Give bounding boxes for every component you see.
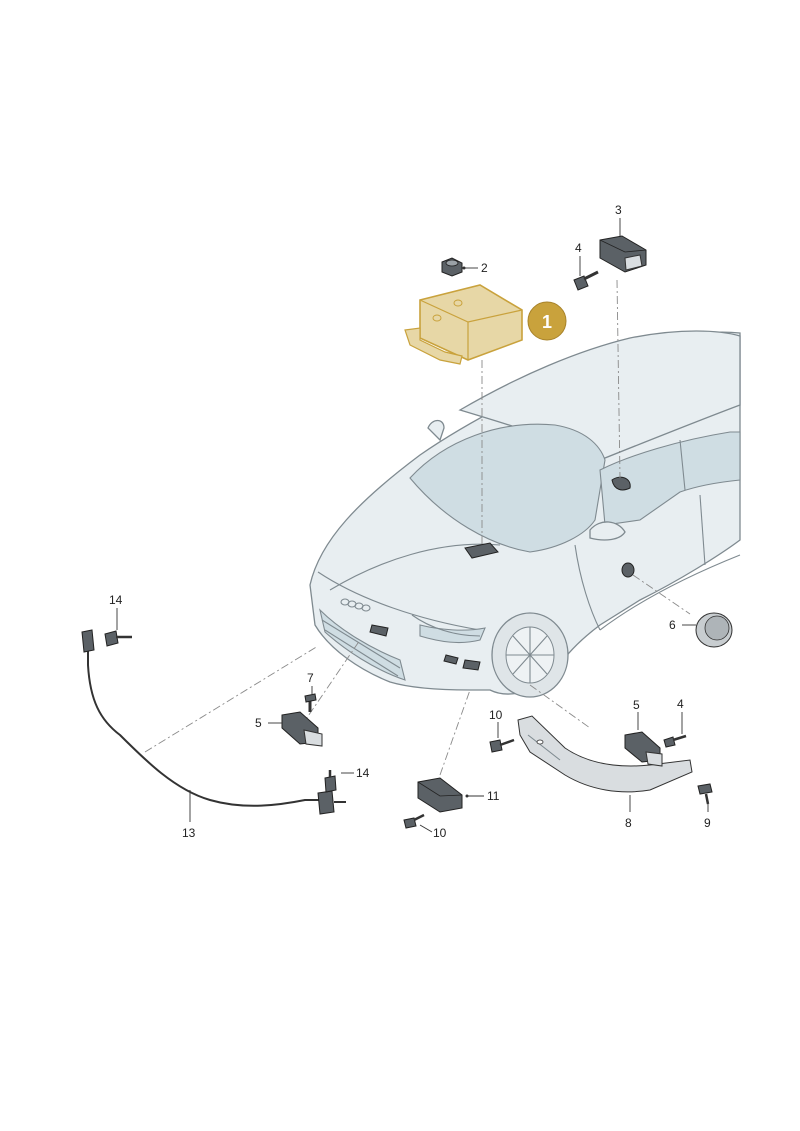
bolt-part-7[interactable] [304,693,317,712]
bracket-part-8[interactable] [517,715,693,793]
callout-6: 6 [669,618,676,632]
part-1-badge[interactable]: 1 [527,301,567,341]
callout-14-top: 14 [109,593,123,607]
callout-1: 1 [542,312,552,332]
callout-4-top: 4 [575,241,582,255]
screw-part-9[interactable] [697,783,713,805]
nut-part[interactable] [441,257,463,277]
screw-part-10[interactable] [489,738,515,753]
callout-3: 3 [615,203,622,217]
callout-5-left: 5 [255,716,262,730]
callout-7: 7 [307,671,314,685]
round-sensor-part-6[interactable] [695,612,733,648]
bracket-part-11[interactable] [417,777,463,813]
brand-rings [340,598,371,612]
sensor-part-5-right[interactable] [624,731,663,767]
callout-8: 8 [625,816,632,830]
front-wheel [491,612,569,698]
wiring-harness-13[interactable] [81,629,346,815]
car-illustration [309,330,741,698]
bolt-part-4-right[interactable] [663,734,687,748]
callout-5-right: 5 [633,698,640,712]
sensor-part-5-left[interactable] [281,711,323,747]
clip-part-14-bottom[interactable] [324,770,337,793]
control-unit[interactable] [404,284,523,365]
callout-4-right: 4 [677,697,684,711]
screw-part-12[interactable] [403,813,425,829]
bolt-part-4-top[interactable] [573,270,599,291]
callout-2: 2 [481,261,488,275]
reference-lines [144,279,691,776]
clip-part-14-top[interactable] [104,630,132,647]
callout-14-bottom: 14 [356,766,370,780]
callout-13: 13 [182,826,196,840]
callout-11: 11 [487,789,500,803]
callout-10: 10 [489,708,503,722]
sensor-part-3[interactable] [599,235,647,273]
callout-9: 9 [704,816,711,830]
callout-12: 10 [433,826,447,840]
